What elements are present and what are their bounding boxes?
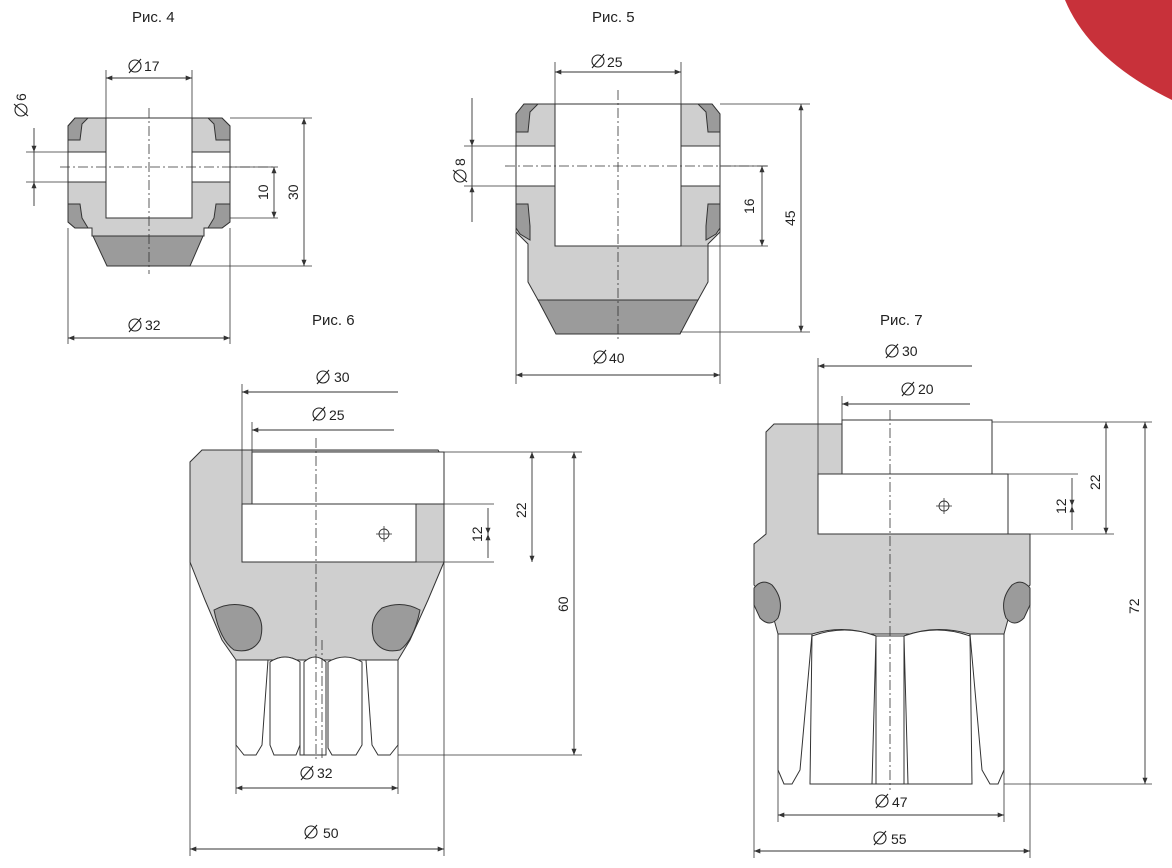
fig7-dim-d-fingers: 47	[892, 794, 908, 810]
fig7-dim-d-inner-top: 20	[918, 381, 934, 397]
figure-7: Рис. 7 30 20	[753, 312, 1152, 858]
fig5-dim-d-hole: 8	[452, 158, 468, 166]
figure-7-part	[753, 419, 1031, 785]
fig6-dim-d-body: 50	[323, 825, 339, 841]
fig4-dim-d-top: 17	[144, 58, 160, 74]
fig7-dim-h-total: 72	[1126, 598, 1142, 614]
figure-7-title: Рис. 7	[880, 312, 923, 329]
fig6-dim-d-fingers: 32	[317, 765, 333, 781]
brand-corner-shape	[1065, 0, 1172, 100]
fig6-dim-d-outer-top: 30	[334, 369, 350, 385]
fig4-dim-h-slot: 10	[255, 184, 271, 200]
fig4-dim-h-total: 30	[285, 184, 301, 200]
figure-6-title: Рис. 6	[312, 312, 355, 329]
fig6-dim-h-total: 60	[555, 596, 571, 612]
fig5-dim-h-total: 45	[782, 210, 798, 226]
fig5-dim-d-top: 25	[607, 54, 623, 70]
figure-5-title: Рис. 5	[592, 9, 635, 26]
fig6-dim-h-top: 22	[513, 502, 529, 518]
figure-6-part	[189, 449, 445, 756]
fig4-dim-d-hole: 6	[13, 93, 29, 101]
fig7-dim-h-slot: 12	[1053, 498, 1069, 514]
fig7-dim-h-top: 22	[1087, 474, 1103, 490]
fig4-dim-d-bottom: 32	[145, 317, 161, 333]
fig7-dim-d-outer-top: 30	[902, 343, 918, 359]
figure-4: Рис. 4 17 6 10	[13, 9, 312, 344]
fig6-dim-h-slot: 12	[469, 526, 485, 542]
fig7-dim-d-body: 55	[891, 831, 907, 847]
fig6-dim-d-inner-top: 25	[329, 407, 345, 423]
figure-6: Рис. 6 30 25	[189, 312, 582, 856]
fig5-dim-h-slot: 16	[741, 198, 757, 214]
figure-4-title: Рис. 4	[132, 9, 175, 26]
fig5-dim-d-bottom: 40	[609, 350, 625, 366]
figure-5: Рис. 5 25 8 16	[452, 9, 810, 384]
